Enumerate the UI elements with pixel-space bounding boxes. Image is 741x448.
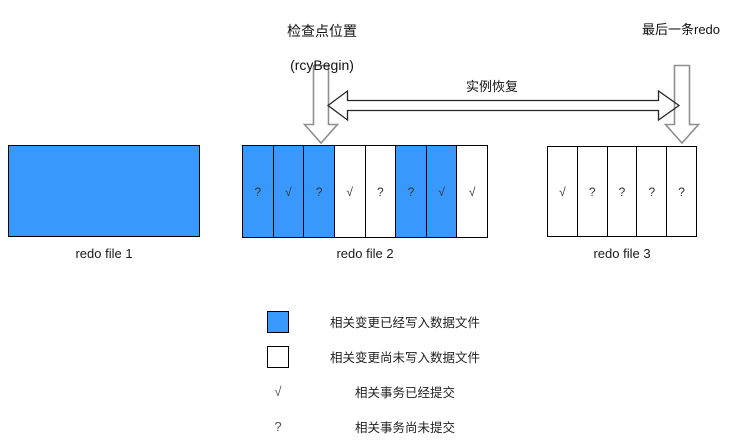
redo-cell-unwritten: ? [637,147,668,236]
redo-cell-unwritten: ? [577,147,608,236]
legend-row-committed: √ 相关事务已经提交 [240,374,580,409]
legend-label: 相关变更已经写入数据文件 [329,316,480,330]
redo-cell-unwritten: ? [667,147,696,236]
uncommitted-mark: ? [254,184,262,199]
checkpoint-annotation: 检查点位置 (rcyBegin) [222,6,422,91]
legend-glyph-cell [240,345,316,368]
legend-label: 相关事务已经提交 [354,386,455,400]
redo-file-3-cells: √???? [547,146,697,237]
legend-row-uncommitted: ? 相关事务尚未提交 [240,409,580,444]
uncommitted-mark: ? [588,184,596,199]
committed-mark: √ [559,184,566,199]
legend-glyph-cell [240,310,316,333]
legend-row-written: 相关变更已经写入数据文件 [240,304,580,339]
redo-cell-written: √ [426,146,458,237]
legend-label: 相关事务尚未提交 [354,421,455,435]
committed-mark: √ [438,184,445,199]
uncommitted-mark: ? [618,184,626,199]
redo-cell-unwritten: ? [365,146,397,237]
redo-cell-written: ? [396,146,427,237]
committed-mark: √ [468,184,476,199]
redo-cell-unwritten: √ [334,146,366,237]
uncommitted-mark: ? [407,184,415,199]
redo-file-1-box [8,145,200,237]
redo-cell-unwritten: √ [457,146,487,237]
instance-recovery-double-arrow [326,89,681,122]
redo-file-2-label: redo file 2 [336,246,394,261]
legend: 相关变更已经写入数据文件 相关变更尚未写入数据文件 √ 相关事务已经提交 ? 相… [240,304,580,444]
legend-label: 相关变更尚未写入数据文件 [329,351,480,365]
last-redo-down-arrow [663,64,701,145]
committed-mark: √ [285,184,292,199]
uncommitted-mark: ? [648,184,656,199]
uncommitted-mark: ? [678,184,685,199]
check-mark-symbol: √ [274,384,282,399]
written-square-swatch [267,310,289,333]
redo-file-2-cells: ? √? √?? √ √ [242,145,488,238]
redo-cell-written: √ [273,146,305,237]
last-redo-annotation: 最后一条redo [641,22,721,37]
committed-mark: √ [346,184,353,199]
uncommitted-mark: ? [315,184,323,199]
redo-cell-written: ? [243,146,274,237]
legend-glyph-cell: √ [240,384,316,399]
redo-cell-written: ? [304,146,335,237]
redo-cell-unwritten: ? [607,147,638,236]
redo-file-3-label: redo file 3 [593,246,651,261]
redo-cell-unwritten: √ [548,147,578,236]
unwritten-square-swatch [267,345,289,368]
legend-row-unwritten: 相关变更尚未写入数据文件 [240,339,580,374]
redo-file-1-label: redo file 1 [75,246,133,261]
question-mark-symbol: ? [274,419,282,434]
checkpoint-annotation-line1: 检查点位置 [287,23,357,39]
checkpoint-annotation-line2: (rcyBegin) [290,57,354,73]
instance-recovery-annotation: 实例恢复 [465,79,518,94]
uncommitted-mark: ? [376,184,384,199]
legend-glyph-cell: ? [240,419,316,434]
